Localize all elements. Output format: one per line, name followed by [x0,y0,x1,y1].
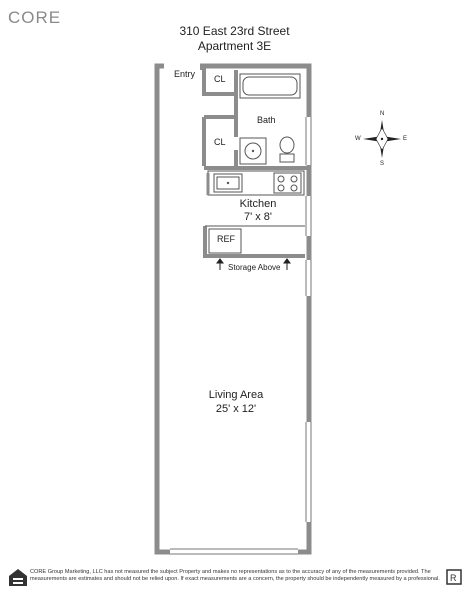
living-area-size: 25' x 12' [215,403,257,415]
kitchen-label: Kitchen [239,198,277,210]
apartment-title: Apartment 3E [197,39,272,53]
address-title: 310 East 23rd Street [179,24,290,38]
kitchen-size: 7' x 8' [243,211,273,223]
compass-east: E [403,136,408,142]
disclaimer: CORE Group Marketing, LLC has not measur… [30,569,440,583]
ref-label: REF [217,234,235,244]
bathtub [239,73,301,99]
refrigerator [208,228,242,254]
bath-label: Bath [257,115,276,125]
realtor-icon: R [446,569,462,585]
compass-south: S [380,161,385,167]
storage-label: Storage Above [228,263,281,272]
bottom-window [170,548,298,556]
closet-label-bath: CL [214,137,226,147]
compass-north: N [380,111,385,117]
windows-right [305,117,313,522]
svg-text:R: R [450,573,457,583]
kitchen-sink [213,173,243,193]
closet-label-top: CL [214,74,226,84]
stove [273,172,302,194]
ref-wall [203,226,305,258]
toilet [279,153,295,163]
outer-wall [154,63,312,555]
bath-sink [239,137,267,165]
equal-housing-icon [9,569,27,586]
kitchen-counter [207,170,305,196]
entry-label: Entry [174,69,196,79]
compass-west: W [355,136,361,142]
closet-top-wall [202,68,238,96]
living-area-label: Living Area [208,389,264,401]
core-logo: CORE [8,8,62,27]
compass-icon [363,120,401,158]
storage-arrows [216,258,291,270]
